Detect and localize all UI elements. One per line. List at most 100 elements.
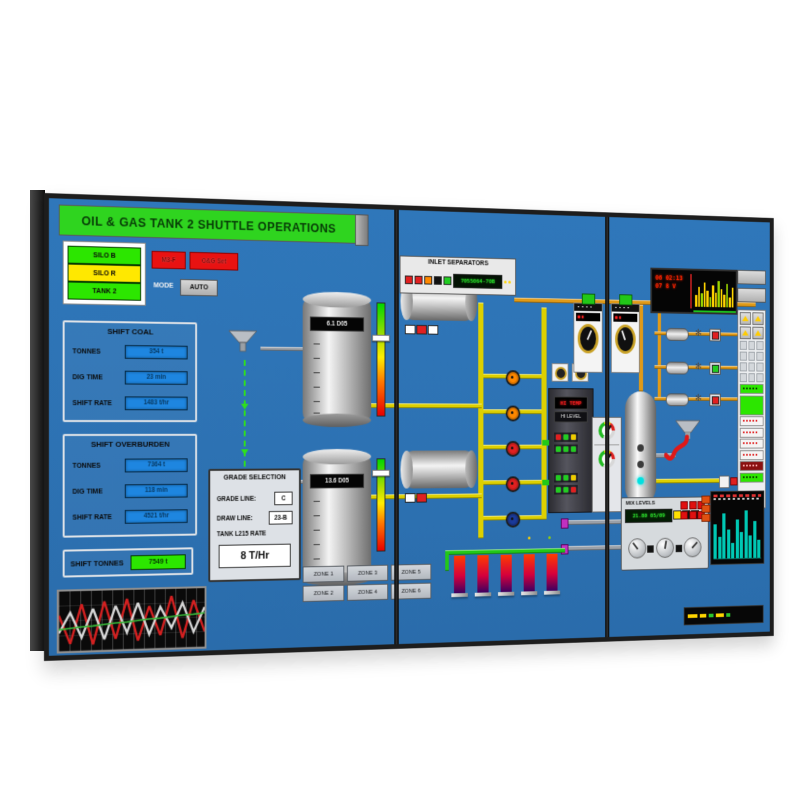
selector-square[interactable]: [748, 373, 756, 383]
og-set-button[interactable]: O&G Set: [189, 251, 239, 271]
shift-ob-row-digtime: DIG TIME 118 min: [72, 483, 188, 499]
tower-pipe-stub-2: [542, 479, 550, 486]
selector-square[interactable]: [756, 341, 764, 351]
mix-levels-title: MIX LEVELS: [625, 500, 656, 507]
mix-red-button[interactable]: [680, 510, 688, 520]
warning-button-d[interactable]: [752, 326, 764, 340]
zone-3-button[interactable]: ZONE 3: [346, 564, 389, 582]
branch-valve-5[interactable]: [505, 511, 521, 528]
separator-2-gauge: [615, 324, 636, 354]
shift-tonnes-label: SHIFT TONNES: [70, 557, 124, 568]
teal-panel-tag-2: [701, 504, 711, 513]
inlet-status-row: 7055064-70B: [404, 273, 511, 290]
clock-divider: [690, 274, 692, 309]
selector-square[interactable]: [756, 362, 764, 372]
selector-square[interactable]: [748, 351, 756, 361]
capsule-outlet-pipe: [656, 478, 720, 484]
tank-a-level-gauge: [376, 302, 386, 417]
menu-button-1[interactable]: [737, 269, 766, 285]
warning-button-a[interactable]: [739, 312, 751, 325]
heater-base-2: [474, 592, 492, 597]
inlet-dot-1: [504, 280, 507, 284]
mix-red-button[interactable]: [688, 510, 697, 519]
selector-square[interactable]: [756, 351, 764, 361]
draw-line-value[interactable]: 23-B: [268, 510, 293, 525]
row-value: 23 min: [124, 370, 188, 385]
shift-ob-row-rate: SHIFT RATE 4521 t/hr: [72, 509, 188, 524]
warning-triangle-icon: [742, 315, 749, 322]
warning-button-b[interactable]: [752, 312, 764, 326]
tower-label: HI LEVEL: [554, 411, 588, 423]
alarm-row: [739, 472, 764, 483]
selector-square[interactable]: [739, 351, 747, 361]
separator-1-valve-icon[interactable]: [581, 293, 596, 305]
tank-b-level-tag: 13.6 D05: [309, 473, 365, 489]
menu-button-stack: [737, 269, 766, 306]
separator-2-valve-icon[interactable]: [619, 294, 633, 306]
grade-line-value[interactable]: C: [274, 491, 293, 506]
row-label: SHIFT RATE: [72, 399, 112, 407]
grade-selection-title: GRADE SELECTION: [223, 474, 286, 482]
mix-feed-pipe-2: [565, 545, 622, 551]
zone-4-button[interactable]: ZONE 4: [346, 583, 389, 601]
tank-2-button[interactable]: TANK 2: [67, 281, 142, 301]
page-title-text: OIL & GAS TANK 2 SHUTTLE OPERATIONS: [81, 213, 337, 236]
heater-base-3: [498, 591, 515, 596]
mode-auto-button[interactable]: AUTO: [180, 279, 218, 297]
flow-indicator-plate-1: [709, 328, 721, 342]
branch-valve-1[interactable]: [505, 370, 521, 387]
selector-square[interactable]: [756, 373, 764, 383]
silo-b-button[interactable]: SILO B: [67, 245, 142, 266]
silo-selector-panel: SILO B SILO R TANK 2: [62, 240, 146, 306]
outlet-nozzle: [719, 475, 730, 489]
warning-button-c[interactable]: [739, 326, 751, 340]
tank-rate-value[interactable]: 8 T/Hr: [218, 543, 291, 569]
zone-1-button[interactable]: ZONE 1: [302, 565, 345, 583]
branch-valve-4[interactable]: [505, 476, 521, 493]
trend-chart-svg: [59, 588, 205, 651]
separator-2-readout: [613, 313, 638, 323]
tank-b-level-slider[interactable]: [372, 469, 390, 477]
tank-a-level-slider[interactable]: [372, 334, 390, 342]
shift-coal-row-tonnes: TONNES 354 t: [72, 344, 188, 360]
tank2-status-tag-white: [404, 493, 416, 503]
m3f-button[interactable]: M3-F: [151, 250, 186, 270]
grade-line-row: GRADE LINE: C: [217, 491, 293, 506]
flow-indicator-2: [711, 364, 720, 373]
silo-r-button[interactable]: SILO R: [67, 263, 142, 284]
alarm-row: [739, 383, 764, 394]
separator-1-readout: [575, 312, 601, 322]
selector-square[interactable]: [739, 362, 747, 372]
mode-label: MODE: [153, 282, 174, 290]
bezel-divider-1: [394, 209, 399, 645]
branch-valve-3[interactable]: [505, 440, 521, 457]
monitor-side-edge: [30, 190, 45, 651]
selector-square[interactable]: [748, 362, 756, 372]
mix-red-button[interactable]: [680, 501, 688, 510]
selector-square[interactable]: [748, 340, 756, 350]
draw-line-row: DRAW LINE: 23-B: [217, 510, 293, 526]
branch-valve-2[interactable]: [505, 405, 521, 422]
grade-selection-panel: GRADE SELECTION GRADE LINE: C DRAW LINE:…: [208, 468, 301, 583]
hopper-funnel-icon: [227, 329, 259, 355]
warning-button-row-2: [739, 326, 764, 340]
warning-triangle-icon: [742, 330, 749, 336]
inline-pump-2: [665, 361, 689, 375]
selector-square-grid: [739, 340, 764, 383]
tank1-status-tag-white: [404, 324, 416, 335]
mix-knob-1[interactable]: [628, 538, 647, 559]
mix-knob-2[interactable]: [656, 537, 675, 559]
clock-led-readout: 06 02:13 07 8 V: [652, 269, 689, 312]
menu-button-2[interactable]: [737, 287, 766, 303]
alarm-row: [739, 427, 764, 438]
heater-status-dot-2: [548, 536, 551, 540]
mix-red-button[interactable]: [688, 501, 697, 510]
selector-square[interactable]: [739, 373, 747, 383]
zone-2-button[interactable]: ZONE 2: [302, 584, 345, 603]
selector-square[interactable]: [739, 340, 747, 350]
strip-mark-yellow-3: [715, 613, 724, 618]
buffer-vessel: [624, 391, 657, 505]
mix-knob-3[interactable]: [683, 537, 702, 558]
bezel-divider-2: [605, 216, 610, 638]
tank-rate-label: TANK L215 RATE: [216, 530, 267, 539]
